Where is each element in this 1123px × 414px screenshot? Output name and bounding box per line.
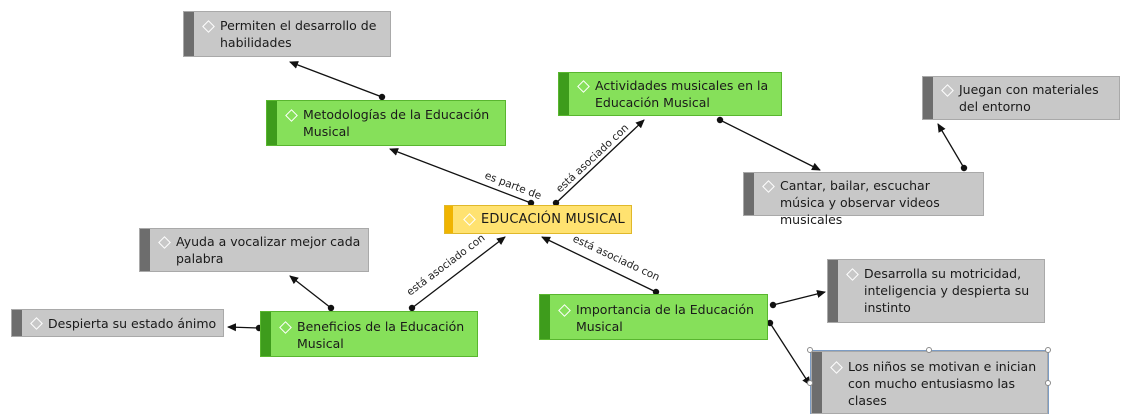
link-beneficios-despierta [227,323,263,332]
topic-beneficios-label: Beneficios de la Educación Musical [297,319,465,351]
topic-metodologias[interactable]: Metodologías de la Educación Musical [266,100,506,146]
subtopic-cantar[interactable]: Cantar, bailar, escuchar música y observ… [743,172,984,227]
diamond-icon [558,304,571,317]
link-importancia-desarrolla [769,290,826,309]
subtopic-permiten-label: Permiten el desarrollo de habilidades [220,18,377,50]
subtopic-ayuda-label: Ayuda a vocalizar mejor cada palabra [176,234,361,266]
subtopic-juegan-label: Juegan con materiales del entorno [959,82,1099,114]
central-topic-label: EDUCACIÓN MUSICAL [481,212,625,227]
diamond-icon [846,268,859,281]
diamond-icon [463,213,476,226]
link-center-beneficios [408,236,506,312]
link-actividades-cantar [716,116,821,171]
link-label-importancia: está asociado con [571,233,662,284]
subtopic-despierta-animo[interactable]: Despierta su estado ánimo [11,309,224,337]
diamond-icon [202,20,215,33]
link-metodologias-permiten [289,61,386,101]
subtopic-permiten[interactable]: Permiten el desarrollo de habilidades [183,11,391,57]
diamond-icon [285,109,298,122]
link-center-metodologias [389,148,535,207]
link-importancia-ninos [766,319,811,386]
topic-importancia-label: Importancia de la Educación Musical [576,302,754,334]
topic-metodologias-label: Metodologías de la Educación Musical [303,107,490,139]
central-topic-node[interactable]: EDUCACIÓN MUSICAL [444,205,632,234]
link-cantar-juegan [937,123,968,172]
link-center-actividades [552,119,645,207]
subtopic-juegan[interactable]: Juegan con materiales del entorno [922,76,1120,120]
subtopic-desarrolla[interactable]: Desarrolla su motricidad, inteligencia y… [827,259,1045,323]
topic-actividades[interactable]: Actividades musicales en la Educación Mu… [558,72,782,116]
link-label-actividades: está asociado con [554,122,631,195]
subtopic-cantar-label: Cantar, bailar, escuchar música y observ… [780,178,940,227]
subtopic-ayuda[interactable]: Ayuda a vocalizar mejor cada palabra [139,228,369,272]
link-center-importancia [541,236,660,296]
topic-beneficios[interactable]: Beneficios de la Educación Musical [260,311,478,357]
diamond-icon [158,236,171,249]
selection-handle[interactable] [1045,380,1051,386]
diamond-icon [577,80,590,93]
link-beneficios-ayuda [289,275,335,312]
subtopic-ninos[interactable]: Los niños se motivan e inician con mucho… [810,350,1049,414]
link-label-beneficios: está asociado con [405,232,488,298]
subtopic-despierta-animo-label: Despierta su estado ánimo [48,315,217,331]
diamond-icon [830,361,843,374]
selection-handle[interactable] [926,347,932,353]
subtopic-desarrolla-label: Desarrolla su motricidad, inteligencia y… [864,266,1030,315]
topic-importancia[interactable]: Importancia de la Educación Musical [539,294,768,340]
topic-actividades-label: Actividades musicales en la Educación Mu… [595,78,769,110]
selection-handle[interactable] [807,347,813,353]
diamond-icon [941,84,954,97]
subtopic-ninos-label: Los niños se motivan e inician con mucho… [848,359,1037,408]
diamond-icon [762,180,775,193]
diamond-icon [279,321,292,334]
selection-handle[interactable] [1045,347,1051,353]
diamond-icon [30,316,43,330]
link-label-es-parte-de: es parte de [483,170,543,203]
selection-handle[interactable] [807,380,813,386]
